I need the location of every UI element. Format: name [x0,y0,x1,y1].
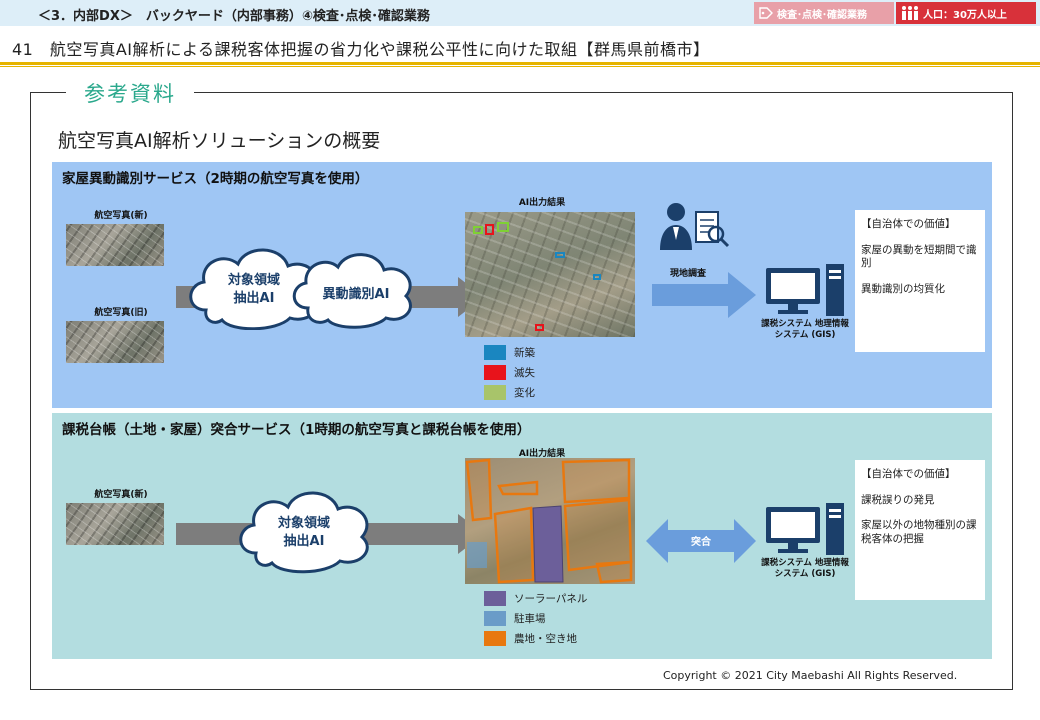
page-title: 41 航空写真AI解析による課税客体把握の省力化や課税公平性に向けた取組【群馬県… [12,40,710,59]
legend-item: 滅失 [484,365,535,380]
gis-label: 課税システム 地理情報システム (GIS) [761,319,849,341]
legend-item: 駐車場 [484,611,546,626]
population-tag: 人口：30万人以上 [896,2,1036,24]
demolish-marker [485,224,494,235]
title-divider [0,62,1040,65]
new-building-marker [593,274,601,280]
value-box: 【自治体での価値】 家屋の異動を短期間で識別 異動識別の均質化 [855,210,985,352]
ai-result-image [465,212,635,337]
result-label: AI出力結果 [518,449,566,459]
cloud1-text-line1: 対象領域 [227,272,280,288]
result-label: AI出力結果 [518,198,566,208]
legend-label: 変化 [514,387,535,399]
copyright: Copyright © 2021 City Maebashi All Right… [663,669,958,682]
legend-swatch [484,591,506,606]
change-marker [497,222,509,232]
legend-swatch [484,631,506,646]
tag-icon [759,7,773,19]
legend-swatch [484,345,506,360]
reference-label: 参考資料 [66,78,194,108]
value-box: 【自治体での価値】 課税誤りの発見 家屋以外の地物種別の課税客体の把握 [855,460,985,600]
ai-cloud: 対象領域 抽出AI [239,491,369,574]
value-title: 【自治体での価値】 [861,468,956,480]
new-building-marker [555,252,565,258]
demolish-marker [535,324,544,331]
breadcrumb: ＜3．内部DX＞ バックヤード（内部事務）④検査･点検･確認業務 [38,9,430,24]
match-arrow: 突合 [646,519,756,563]
field-survey-icon [660,203,730,250]
service1-title: 家屋異動識別サービス（2時期の航空写真を使用） [62,171,369,187]
legend-label: ソーラーパネル [514,593,588,605]
legend-item: 変化 [484,385,535,400]
legend-label: 新築 [514,347,535,359]
legend-swatch [484,611,506,626]
change-marker [473,226,483,234]
legend-item: 農地・空き地 [484,631,577,646]
aerial-photo-new [66,503,164,545]
value-item: 異動識別の均質化 [861,282,945,295]
cloud-change-ai [292,253,412,329]
ai-result-image [465,458,635,584]
legend-swatch [484,385,506,400]
legend-label: 駐車場 [514,613,546,625]
match-label: 突合 [691,535,712,548]
legend-swatch [484,365,506,380]
gis-label: 課税システム 地理情報システム (GIS) [761,558,849,580]
service2-title: 課税台帳（土地・家屋）突合サービス（1時期の航空写真と課税台帳を使用） [62,422,531,438]
legend-label: 滅失 [514,367,535,379]
legend-item: ソーラーパネル [484,591,587,606]
overview-title: 航空写真AI解析ソリューションの概要 [58,130,381,152]
people-icon [902,6,918,20]
photo-old-label: 航空写真(旧) [94,308,148,318]
value-item: 家屋の異動を短期間で識別 [861,243,977,270]
aerial-photo-old [66,321,164,363]
service2-panel: 課税台帳（土地・家屋）突合サービス（1時期の航空写真と課税台帳を使用） 航空写真… [52,413,992,659]
photo-new-label: 航空写真(新) [94,490,148,500]
to-gis-arrow [652,272,756,318]
value-title: 【自治体での価値】 [861,218,956,230]
computer-icon [766,503,844,555]
cloud-text-line2: 抽出AI [284,533,325,549]
cloud-text-line1: 対象領域 [277,515,330,531]
value-item: 課税誤りの発見 [861,493,935,506]
survey-label: 現地調査 [669,269,706,279]
parcel-overlay [465,458,633,584]
ai-clouds: 対象領域 抽出AI 異動識別AI [189,248,412,330]
reference-frame [30,92,1013,690]
legend-label: 農地・空き地 [514,633,577,645]
aerial-photo-new [66,224,164,266]
photo-new-label: 航空写真(新) [94,211,148,221]
cloud1-text-line2: 抽出AI [234,290,275,306]
cloud-extract-ai [239,491,369,574]
category-tag-label: 検査･点検･確認業務 [777,9,867,21]
category-tag: 検査･点検･確認業務 [754,2,894,24]
cloud2-text: 異動識別AI [323,286,390,302]
service1-panel: 家屋異動識別サービス（2時期の航空写真を使用） 航空写真(新) 航空写真(旧) … [52,162,992,408]
value-item: 家屋以外の地物種別の課税客体の把握 [861,519,977,545]
legend-item: 新築 [484,345,535,360]
title-divider-thin [0,66,1040,67]
computer-icon [766,264,844,316]
population-tag-label: 人口：30万人以上 [923,9,1007,21]
